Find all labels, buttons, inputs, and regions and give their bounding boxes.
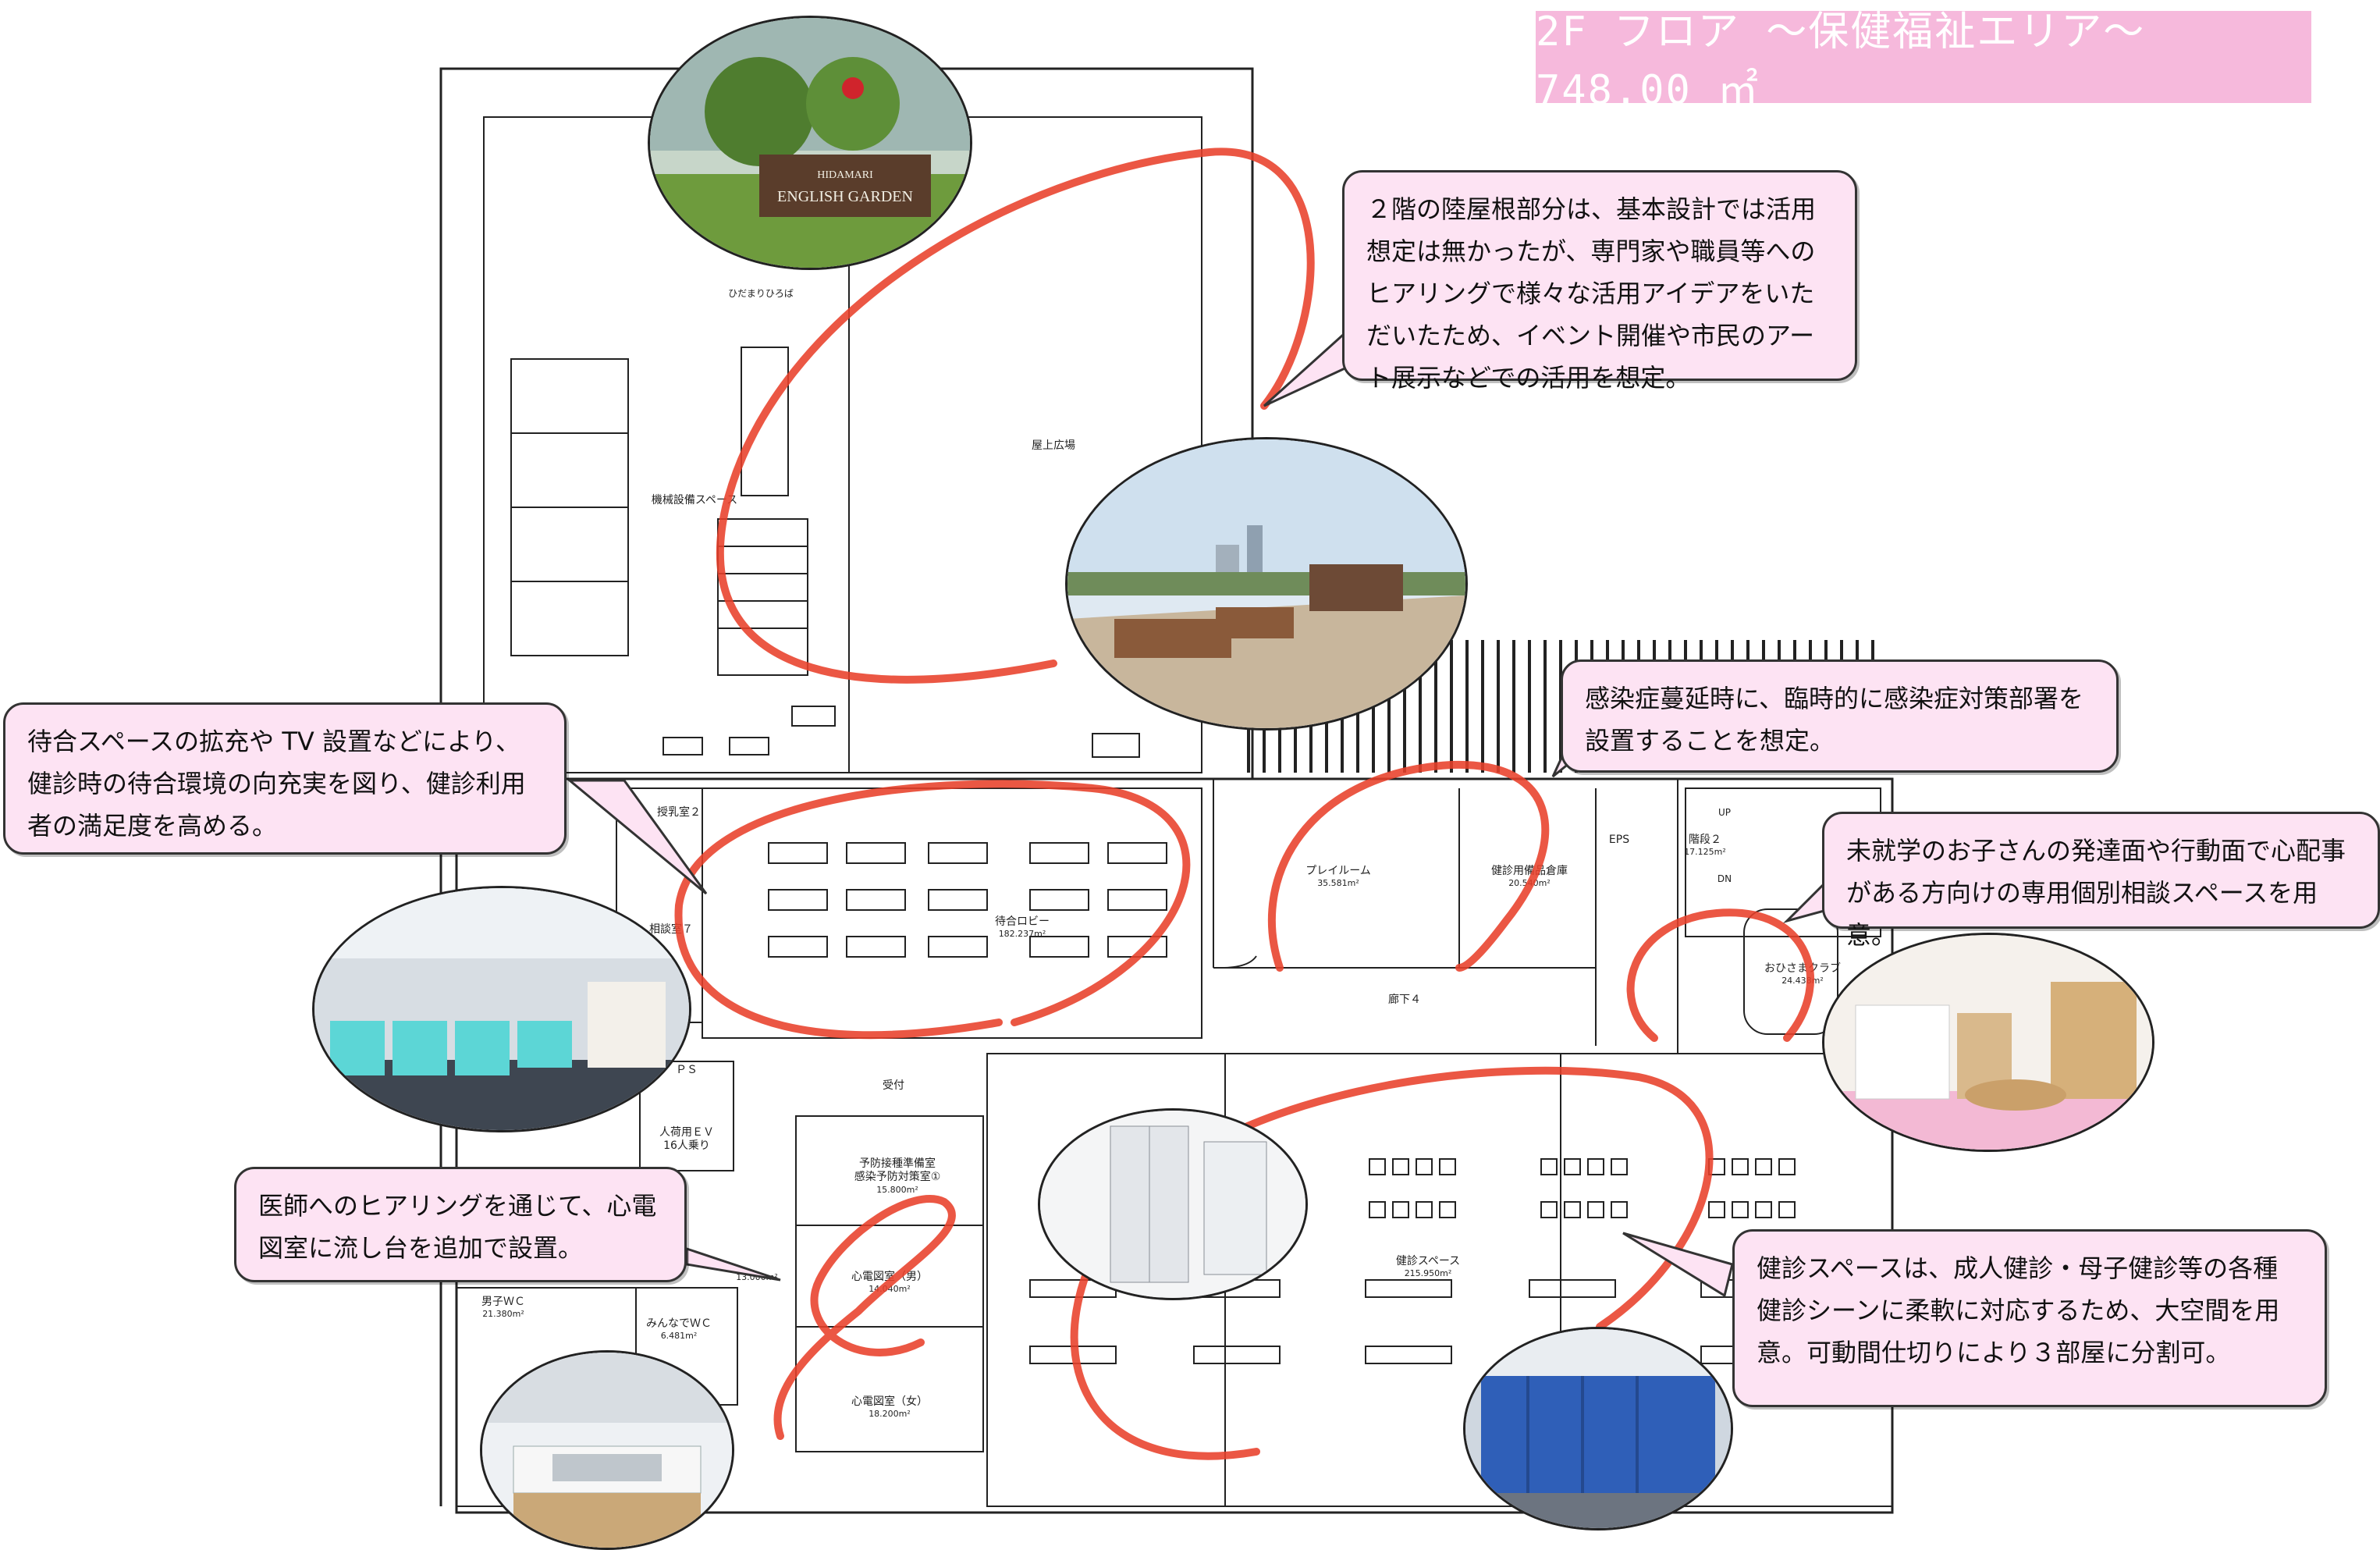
label-checkup-space: 健診スペース: [1396, 1255, 1460, 1267]
partition-photo: [1038, 1108, 1308, 1300]
label-storage: 健診用備品倉庫: [1491, 864, 1568, 877]
label-men-wc: 男子ＷＣ: [481, 1296, 525, 1308]
label-vaccine2: 感染予防対策室①: [854, 1170, 941, 1183]
lobby-chairs: [768, 842, 1167, 958]
label-multi-wc: みんなでＷＣ: [646, 1317, 712, 1330]
label-playroom: プレイルーム: [1305, 865, 1371, 877]
label-ohisama-area: 24.438m²: [1781, 976, 1824, 986]
kids-room-photo: [1822, 933, 2154, 1152]
label-ecg-f-area: 18.200m²: [869, 1409, 911, 1419]
rooftop-photo-image: [1067, 439, 1465, 728]
label-dn: DN: [1718, 873, 1732, 884]
sink-photo: [480, 1350, 734, 1550]
garden-photo: HIDAMARI ENGLISH GARDEN: [648, 16, 972, 270]
kids-room-photo-image: [1824, 935, 2152, 1150]
ohisama-highlight-marker: [1626, 908, 1814, 1042]
label-eps: EPS: [1609, 834, 1629, 846]
waiting-callout: 待合スペースの拡充や TV 設置などにより、健診時の待合環境の向充実を図り、健診…: [3, 702, 567, 855]
label-rooftop: 屋上広場: [1032, 439, 1075, 452]
label-up: UP: [1718, 807, 1731, 818]
lobby-photo: [312, 886, 691, 1132]
label-consult-room: 相談室７: [649, 923, 693, 936]
label-nursing: 授乳室２: [657, 805, 701, 819]
garden-photo-image: HIDAMARI ENGLISH GARDEN: [650, 18, 970, 268]
label-men-wc-area: 21.380m²: [482, 1309, 524, 1319]
label-lobby: 待合ロビー: [995, 915, 1050, 928]
ecg-highlight-marker: [773, 1195, 956, 1440]
label-playroom-area: 35.581m²: [1317, 878, 1359, 888]
roof-callout: ２階の陸屋根部分は、基本設計では活用想定は無かったが、専門家や職員等へのヒアリン…: [1342, 170, 1857, 393]
consult-callout: 未就学のお子さんの発達面や行動面で心配事がある方向けの専用個別相談スペースを用意…: [1822, 812, 2380, 950]
label-small-area: 13.000m²: [736, 1272, 778, 1282]
checkup-callout: 健診スペースは、成人健診・母子健診等の各種健診シーンに柔軟に対応するため、大空間…: [1732, 1229, 2327, 1407]
label-machine: 機械設備スペース: [652, 494, 737, 507]
curtain-photo: [1463, 1327, 1733, 1530]
lobby-photo-image: [314, 888, 689, 1130]
label-elevator-sub: 16人乗り: [663, 1139, 710, 1152]
label-multi-wc-area: 6.481m²: [661, 1331, 698, 1341]
garden-sign-line1: HIDAMARI: [817, 169, 873, 181]
label-ecg-f: 心電図室（女）: [851, 1395, 928, 1408]
rooftop-photo: [1065, 437, 1468, 731]
label-ps: ＰＳ: [676, 1064, 698, 1076]
label-hidamari: ひだまりひろば: [728, 288, 794, 299]
label-stairs2-area: 17.125m²: [1684, 847, 1726, 857]
sink-photo-image: [482, 1353, 732, 1548]
page-title: 2F フロア ～保健福祉エリア～ 748.00 ㎡: [1536, 9, 2311, 114]
lobby-highlight-marker: [674, 780, 1191, 1040]
highlight-markers: [674, 148, 1814, 1460]
playroom-highlight-marker: [1267, 760, 1550, 972]
checkup-highlight-marker: [1070, 1066, 1714, 1460]
label-checkup-area: 215.950m²: [1405, 1268, 1452, 1278]
curtain-photo-image: [1465, 1329, 1731, 1528]
label-lobby-area: 182.237m²: [999, 929, 1046, 939]
label-vaccine: 予防接種準備室: [859, 1157, 936, 1170]
label-stairs2: 階段２: [1689, 834, 1721, 846]
label-reception: 受付: [883, 1079, 904, 1092]
garden-sign-line2: ENGLISH GARDEN: [777, 188, 913, 205]
label-ohisama: おひさまクラブ: [1764, 962, 1841, 975]
roof-highlight-marker: [716, 148, 1315, 684]
ecg-callout: 医師へのヒアリングを通じて、心電図室に流し台を追加で設置。: [234, 1167, 687, 1282]
label-elevator: 人荷用ＥＶ: [659, 1126, 714, 1139]
label-corridor: 廊下４: [1388, 993, 1421, 1006]
partition-photo-image: [1040, 1111, 1305, 1298]
label-vaccine-area: 15.800m²: [876, 1185, 918, 1195]
label-ecg-m: 心電図室（男）: [851, 1270, 928, 1283]
infection-callout: 感染症蔓延時に、臨時的に感染症対策部署を設置することを想定。: [1561, 659, 2119, 773]
